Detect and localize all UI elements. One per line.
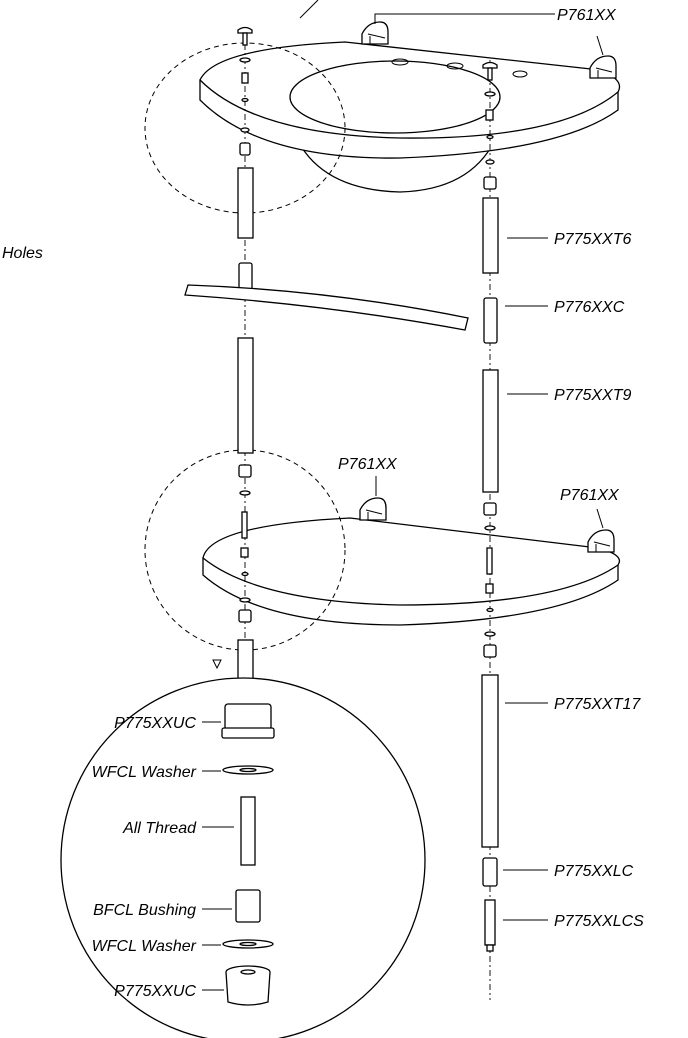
- mid-left-clip: [359, 497, 387, 521]
- middle-shelf: [202, 517, 621, 626]
- top-right-clip: [589, 55, 617, 79]
- upper-detail-leader: [299, 0, 319, 19]
- label-lower-cap-stem: P775XXLCS: [554, 913, 644, 930]
- mid-right-clip: [587, 529, 615, 553]
- label-detail-bushing: BFCL Bushing: [93, 902, 196, 919]
- label-tube-t9: P775XXT9: [554, 387, 631, 404]
- label-mid-left-clip: P761XX: [338, 456, 398, 473]
- label-holes: Holes: [2, 245, 43, 262]
- label-clamp-c: P776XXC: [554, 299, 625, 316]
- curved-rail: [184, 284, 469, 331]
- label-detail-all-thread: All Thread: [122, 820, 197, 837]
- label-tube-t6: P775XXT6: [554, 231, 631, 248]
- detail-arrow-icon: [212, 659, 222, 670]
- label-mid-right-clip: P761XX: [560, 487, 620, 504]
- label-top-right-clip: P761XX: [557, 7, 617, 24]
- label-detail-lower-cap: P775XXUC: [114, 983, 196, 1000]
- right-post: [481, 61, 499, 952]
- label-tube-t17: P775XXT17: [554, 696, 641, 713]
- detail-parts: [221, 703, 275, 1006]
- label-lower-cap: P775XXLC: [554, 863, 634, 880]
- leader-lines: [202, 13, 604, 991]
- top-left-clip: [361, 21, 389, 45]
- top-shelf: [199, 41, 621, 193]
- label-detail-washer-1: WFCL Washer: [92, 764, 197, 781]
- label-detail-washer-2: WFCL Washer: [92, 938, 197, 955]
- label-detail-upper-cap: P775XXUC: [114, 715, 196, 732]
- left-post: [237, 26, 254, 691]
